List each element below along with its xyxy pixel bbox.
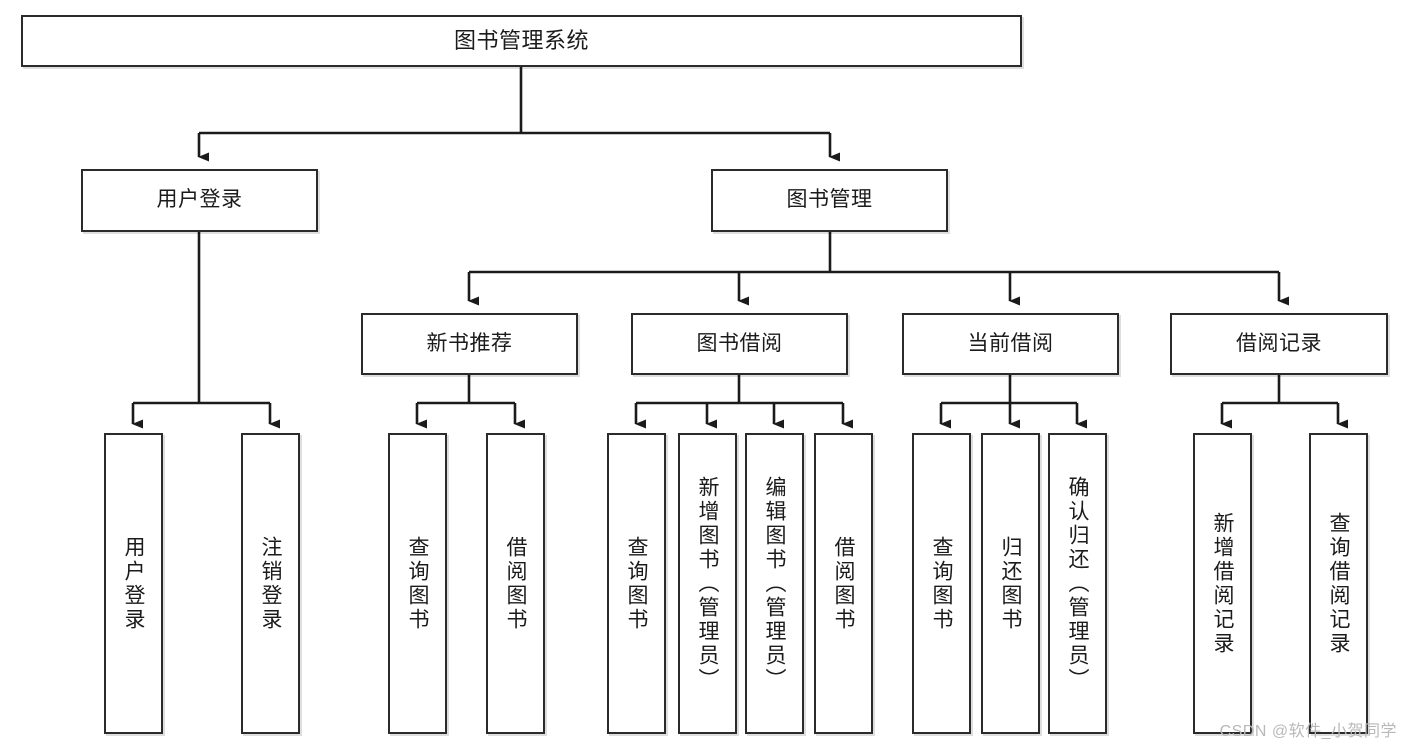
node-book-management[interactable]: 图书管理	[711, 169, 948, 232]
leaf-new-book-borrow-label: 借阅图书	[504, 535, 527, 632]
leaf-new-book-query[interactable]: 查询图书	[388, 433, 447, 734]
leaf-book-borrow-edit-label: 编辑图书（管理员）	[763, 475, 786, 692]
csdn-watermark: CSDN @软件_小贺同学	[1219, 723, 1397, 740]
leaf-current-borrow-query[interactable]: 查询图书	[912, 433, 971, 734]
leaf-user-login-logout[interactable]: 注销登录	[241, 433, 300, 734]
leaf-current-borrow-return[interactable]: 归还图书	[981, 433, 1040, 734]
leaf-borrow-record-add[interactable]: 新增借阅记录	[1193, 433, 1252, 734]
leaf-new-book-borrow[interactable]: 借阅图书	[486, 433, 545, 734]
leaf-user-login-login[interactable]: 用户登录	[104, 433, 163, 734]
leaf-book-borrow-borrow-label: 借阅图书	[832, 535, 855, 632]
node-book-management-label: 图书管理	[786, 188, 873, 212]
node-user-login-label: 用户登录	[156, 188, 243, 212]
node-borrow-record-label: 借阅记录	[1236, 331, 1322, 355]
node-borrow-record[interactable]: 借阅记录	[1170, 313, 1388, 375]
leaf-borrow-record-query-label: 查询借阅记录	[1327, 511, 1350, 656]
leaf-user-login-login-label: 用户登录	[122, 535, 145, 632]
leaf-current-borrow-confirm-label: 确认归还（管理员）	[1066, 475, 1089, 692]
leaf-current-borrow-query-label: 查询图书	[930, 535, 953, 632]
node-book-borrow[interactable]: 图书借阅	[631, 313, 848, 375]
node-user-login[interactable]: 用户登录	[81, 169, 318, 232]
leaf-borrow-record-add-label: 新增借阅记录	[1211, 511, 1234, 656]
leaf-book-borrow-borrow[interactable]: 借阅图书	[814, 433, 873, 734]
leaf-current-borrow-return-label: 归还图书	[999, 535, 1022, 632]
leaf-new-book-query-label: 查询图书	[406, 535, 429, 632]
leaf-borrow-record-query[interactable]: 查询借阅记录	[1309, 433, 1368, 734]
node-root-label: 图书管理系统	[453, 28, 589, 54]
leaf-current-borrow-confirm[interactable]: 确认归还（管理员）	[1048, 433, 1107, 734]
node-current-borrow-label: 当前借阅	[967, 331, 1054, 355]
node-new-book-recommend-label: 新书推荐	[426, 331, 513, 355]
leaf-user-login-logout-label: 注销登录	[259, 535, 282, 632]
leaf-book-borrow-query-label: 查询图书	[625, 535, 648, 632]
node-root[interactable]: 图书管理系统	[21, 15, 1022, 67]
leaf-book-borrow-add[interactable]: 新增图书（管理员）	[678, 433, 737, 734]
leaf-book-borrow-add-label: 新增图书（管理员）	[696, 475, 719, 692]
node-current-borrow[interactable]: 当前借阅	[902, 313, 1119, 375]
node-new-book-recommend[interactable]: 新书推荐	[361, 313, 578, 375]
leaf-book-borrow-edit[interactable]: 编辑图书（管理员）	[745, 433, 804, 734]
node-book-borrow-label: 图书借阅	[696, 331, 783, 355]
leaf-book-borrow-query[interactable]: 查询图书	[607, 433, 666, 734]
